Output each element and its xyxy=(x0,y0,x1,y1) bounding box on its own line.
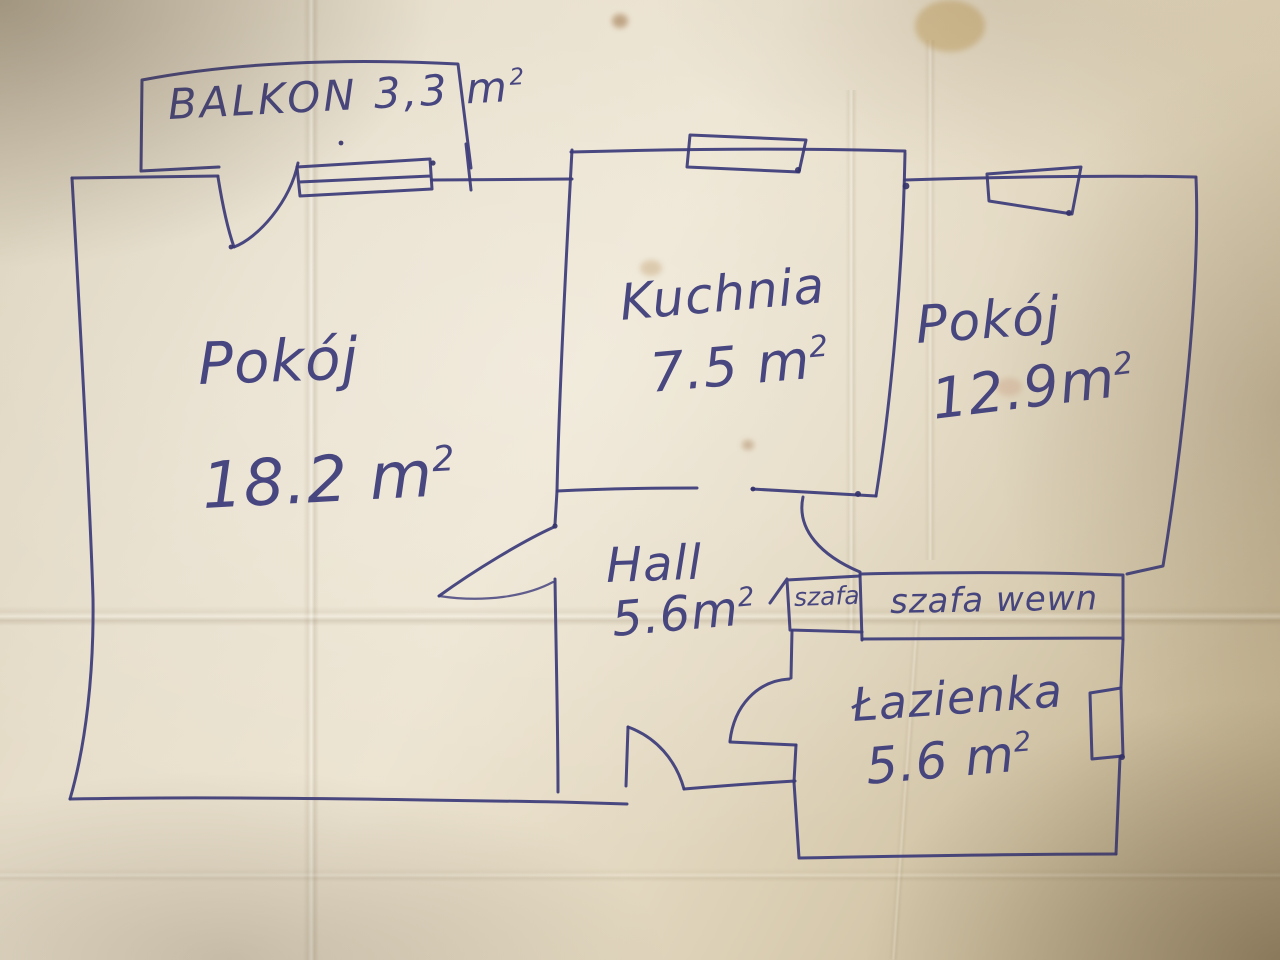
pokoj-right-sup: 2 xyxy=(1111,344,1136,383)
door-entry-arc xyxy=(626,725,686,791)
wall-kitchen-right xyxy=(874,151,907,498)
ink-blobs xyxy=(228,140,1125,760)
balkon-sup: 2 xyxy=(508,64,528,91)
szafa-wewn-text: szafa wewn xyxy=(889,578,1099,622)
walls xyxy=(68,147,1199,860)
wall-kitchen-top xyxy=(569,147,907,154)
wall-hall-bottom-right xyxy=(682,779,797,791)
balcony-right-tick xyxy=(464,142,473,192)
outer-wall-top-left xyxy=(70,174,220,180)
outer-wall-left xyxy=(68,176,95,801)
balcony xyxy=(139,60,473,192)
wall-top-mid xyxy=(430,177,574,182)
wardrobes xyxy=(768,571,1125,642)
balcony-outline xyxy=(139,60,473,173)
door-corridor-arc xyxy=(800,495,862,574)
wall-pokoj-right-top xyxy=(903,174,1198,182)
wall-bathroom-right xyxy=(1114,638,1125,856)
wall-kitchen-bottom xyxy=(555,486,878,498)
door-pokoj-left-arc xyxy=(437,580,555,600)
label-szafa-wewn: szafa wewn xyxy=(890,578,1099,622)
outer-wall-bottom xyxy=(68,796,629,806)
label-szafa: szafa xyxy=(793,581,860,612)
outer-wall-right xyxy=(1125,176,1199,576)
room-label-pokoj-right: Pokój xyxy=(914,286,1062,356)
window-kitchen xyxy=(685,133,808,174)
wardrobe-divider xyxy=(858,572,864,642)
window-bathroom xyxy=(1088,686,1125,761)
door-pokoj-left-leaf xyxy=(437,525,556,598)
lazienka-sup: 2 xyxy=(1012,725,1034,759)
balcony-door-arc xyxy=(232,161,300,249)
wall-bathroom-left xyxy=(789,629,798,784)
wall-bathroom-bottom xyxy=(792,780,1118,860)
room-area-pokoj-left: 18.2 m2 xyxy=(200,437,458,524)
room-label-pokoj-left: Pokój xyxy=(197,324,360,398)
wall-kitchen-left xyxy=(553,148,574,794)
hall-sup: 2 xyxy=(736,581,757,614)
szafa-text: szafa xyxy=(793,580,861,612)
wardrobe-szafa-box xyxy=(768,574,864,634)
pokoj-left-sup: 2 xyxy=(431,438,457,481)
window-pokoj-right xyxy=(985,165,1083,216)
pokoj-left-area: 18.2 m xyxy=(200,437,435,524)
door-bathroom-leaf xyxy=(728,740,798,747)
hall-area: 5.6m xyxy=(609,581,742,648)
pokoj-right-text: Pokój xyxy=(913,285,1063,356)
doors xyxy=(216,161,862,791)
pokoj-left-text: Pokój xyxy=(196,324,360,398)
wardrobe-wewn-box xyxy=(859,571,1125,641)
window-pokoj-left xyxy=(295,157,434,198)
balcony-door-leaf xyxy=(216,175,236,249)
door-bathroom-arc xyxy=(728,677,791,743)
door-entry-leaf xyxy=(624,725,630,788)
kuchnia-sup: 2 xyxy=(807,328,831,366)
